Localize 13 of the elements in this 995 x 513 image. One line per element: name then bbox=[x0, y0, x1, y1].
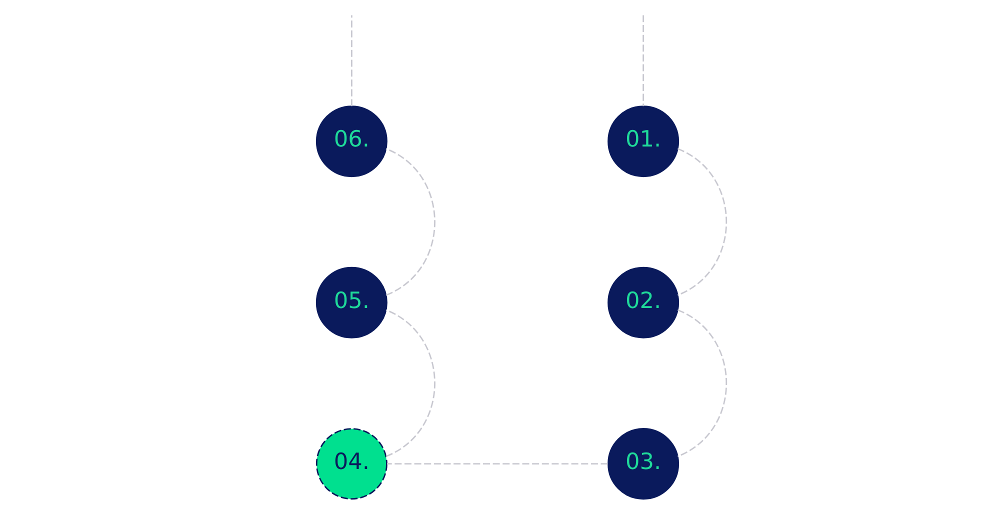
connector bbox=[350, 15, 352, 106]
connector bbox=[386, 148, 436, 296]
node-circle: 02. bbox=[608, 266, 680, 338]
connector bbox=[677, 309, 727, 457]
connector bbox=[386, 309, 436, 457]
node-circle: 06. bbox=[316, 106, 388, 178]
connector bbox=[642, 15, 644, 106]
node-circle: 03. bbox=[608, 428, 680, 500]
connector bbox=[387, 463, 608, 465]
node-circle: 05. bbox=[316, 266, 388, 338]
connector bbox=[677, 148, 727, 296]
node-circle: 04. bbox=[316, 428, 388, 500]
node-circle: 01. bbox=[608, 106, 680, 178]
